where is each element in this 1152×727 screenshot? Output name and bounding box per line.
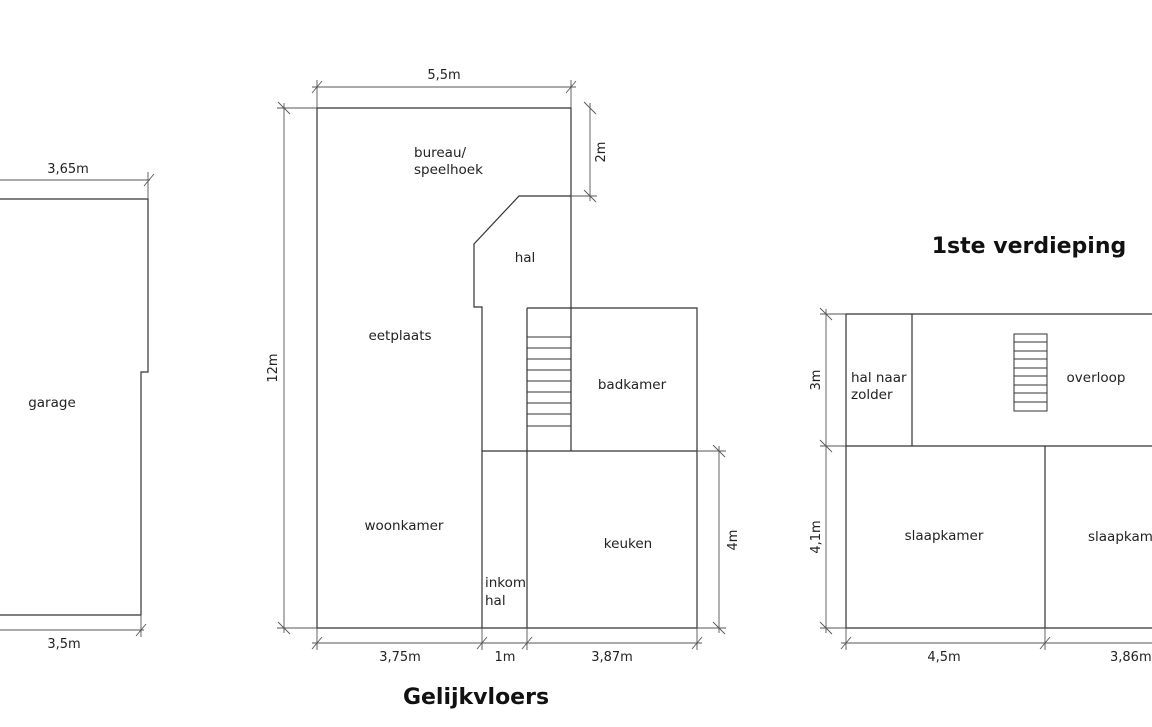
dim-first-bottom-left: 4,5m — [927, 650, 960, 665]
dim-keuken-depth: 4m — [726, 530, 741, 551]
room-slaapkamer-2: slaapkamer — [1088, 529, 1152, 545]
room-hal-zolder-line1: hal naar — [851, 370, 907, 386]
garage-label: garage — [28, 395, 76, 411]
first-floor-outer-walls — [845, 313, 1152, 629]
room-hal-zolder-line2: zolder — [851, 387, 893, 403]
dim-bottom-right: 3,87m — [591, 650, 633, 665]
room-woonkamer: woonkamer — [365, 518, 444, 534]
garage-walls — [0, 198, 149, 616]
room-overloop: overloop — [1067, 370, 1126, 386]
dim-bureau-depth: 2m — [594, 142, 609, 163]
room-keuken: keuken — [604, 536, 652, 552]
garage-plan: garage 3,65m 3,5m — [0, 162, 155, 652]
title-ground-floor: Gelijkvloers — [403, 685, 549, 710]
staircase — [527, 336, 571, 427]
garage-width-bottom: 3,5m — [47, 637, 80, 652]
hal-walls — [473, 195, 571, 628]
dim-first-bottom-right: 3,86m — [1110, 650, 1152, 665]
room-hal: hal — [515, 250, 536, 266]
first-floor-plan: 1ste verdieping hal naar zolder overloop… — [809, 234, 1152, 665]
dim-bottom-left: 3,75m — [379, 650, 421, 665]
dim-total-height: 12m — [266, 353, 281, 382]
room-inkom-line1: inkom — [485, 575, 526, 591]
garage-width-top: 3,65m — [47, 162, 89, 177]
title-first-floor: 1ste verdieping — [932, 234, 1127, 259]
dim-upper-height: 3m — [809, 370, 824, 391]
dim-top-width: 5,5m — [427, 68, 460, 83]
room-eetplaats: eetplaats — [368, 328, 431, 344]
dim-bottom-mid: 1m — [495, 650, 516, 665]
room-slaapkamer-1: slaapkamer — [905, 528, 984, 544]
room-bureau-line1: bureau/ — [414, 145, 467, 161]
room-inkom-line2: hal — [485, 593, 506, 609]
dim-lower-height: 4,1m — [809, 520, 824, 553]
ground-floor-plan: bureau/ speelhoek hal eetplaats badkamer… — [266, 68, 741, 710]
staircase-first-floor — [1013, 333, 1048, 412]
room-badkamer: badkamer — [598, 377, 667, 393]
room-bureau-line2: speelhoek — [414, 162, 483, 178]
